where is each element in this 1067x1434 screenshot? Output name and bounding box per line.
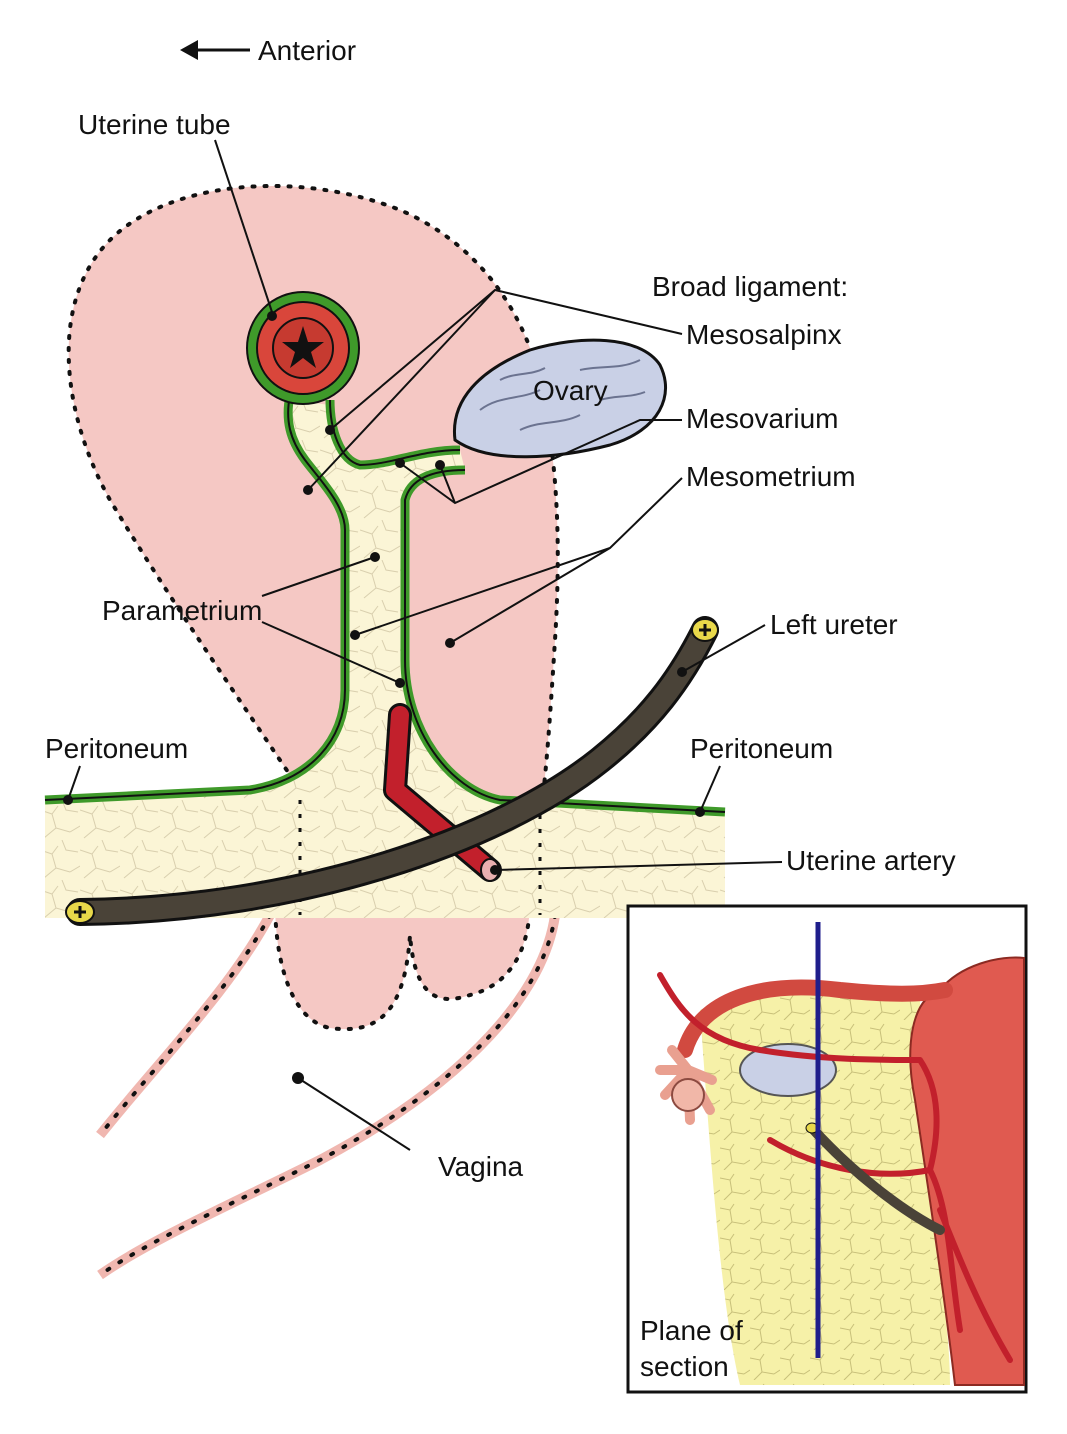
anterior-label: Anterior (258, 35, 356, 66)
uterus-shape (66, 184, 560, 818)
vagina-outline (96, 912, 560, 1280)
peritoneum-left-label: Peritoneum (45, 733, 188, 764)
parametrium-label: Parametrium (102, 595, 262, 626)
left-ureter-label: Left ureter (770, 609, 898, 640)
ovary-label: Ovary (533, 375, 608, 406)
ovary: Ovary (452, 338, 668, 459)
parametrium-region (45, 400, 725, 918)
uterine-artery-label: Uterine artery (786, 845, 956, 876)
plane-of-section-inset: Plane of section (626, 904, 1028, 1394)
left-ureter (65, 616, 719, 926)
mesosalpinx-label: Mesosalpinx (686, 319, 842, 350)
inset-caption-line2: section (640, 1351, 729, 1382)
uterine-tube (246, 291, 360, 405)
mesometrium-label: Mesometrium (686, 461, 856, 492)
cervix-shape (272, 898, 533, 1032)
inset-caption-line1: Plane of (640, 1315, 743, 1346)
peritoneum-right-label: Peritoneum (690, 733, 833, 764)
anterior-orientation: Anterior (180, 35, 356, 66)
broad-ligament-label: Broad ligament: (652, 271, 848, 302)
vagina-label: Vagina (438, 1151, 524, 1182)
uterine-tube-label: Uterine tube (78, 109, 231, 140)
mesovarium-label: Mesovarium (686, 403, 838, 434)
